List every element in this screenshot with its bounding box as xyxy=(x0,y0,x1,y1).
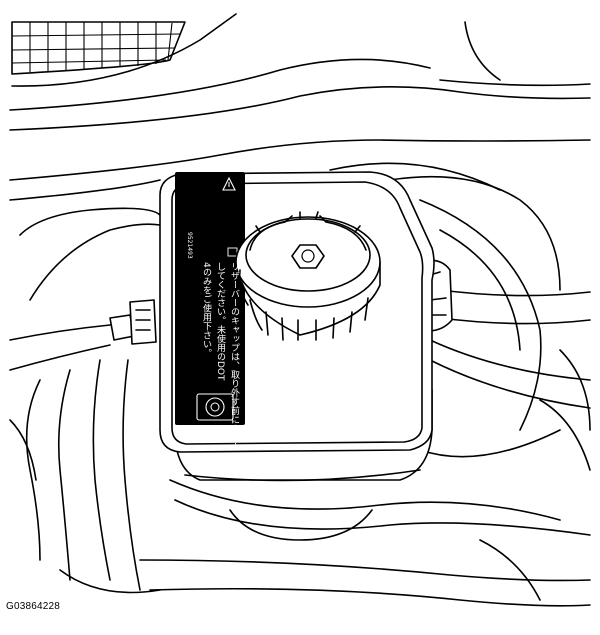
warning-triangle-icon xyxy=(222,176,236,191)
label-part-number: 9521493 xyxy=(186,232,193,259)
figure-reference-code: G03864228 xyxy=(6,601,61,612)
hoses-left xyxy=(9,299,161,594)
grille-vent xyxy=(11,13,237,87)
body-panel-lines xyxy=(9,21,591,291)
label-caution-line-3: 4のみをご使用下さい。 xyxy=(201,262,211,358)
symbol-icon xyxy=(196,393,234,421)
label-caution-line-1: リザーバーのキャップは、取り外す前にクリーニング xyxy=(229,262,239,478)
warning-label xyxy=(175,172,245,425)
label-caution-line-2: してください。未使用のDOT xyxy=(215,262,225,381)
reservoir-filler-cap xyxy=(235,211,381,341)
brake-booster xyxy=(19,199,561,458)
lower-pipework xyxy=(139,479,591,607)
